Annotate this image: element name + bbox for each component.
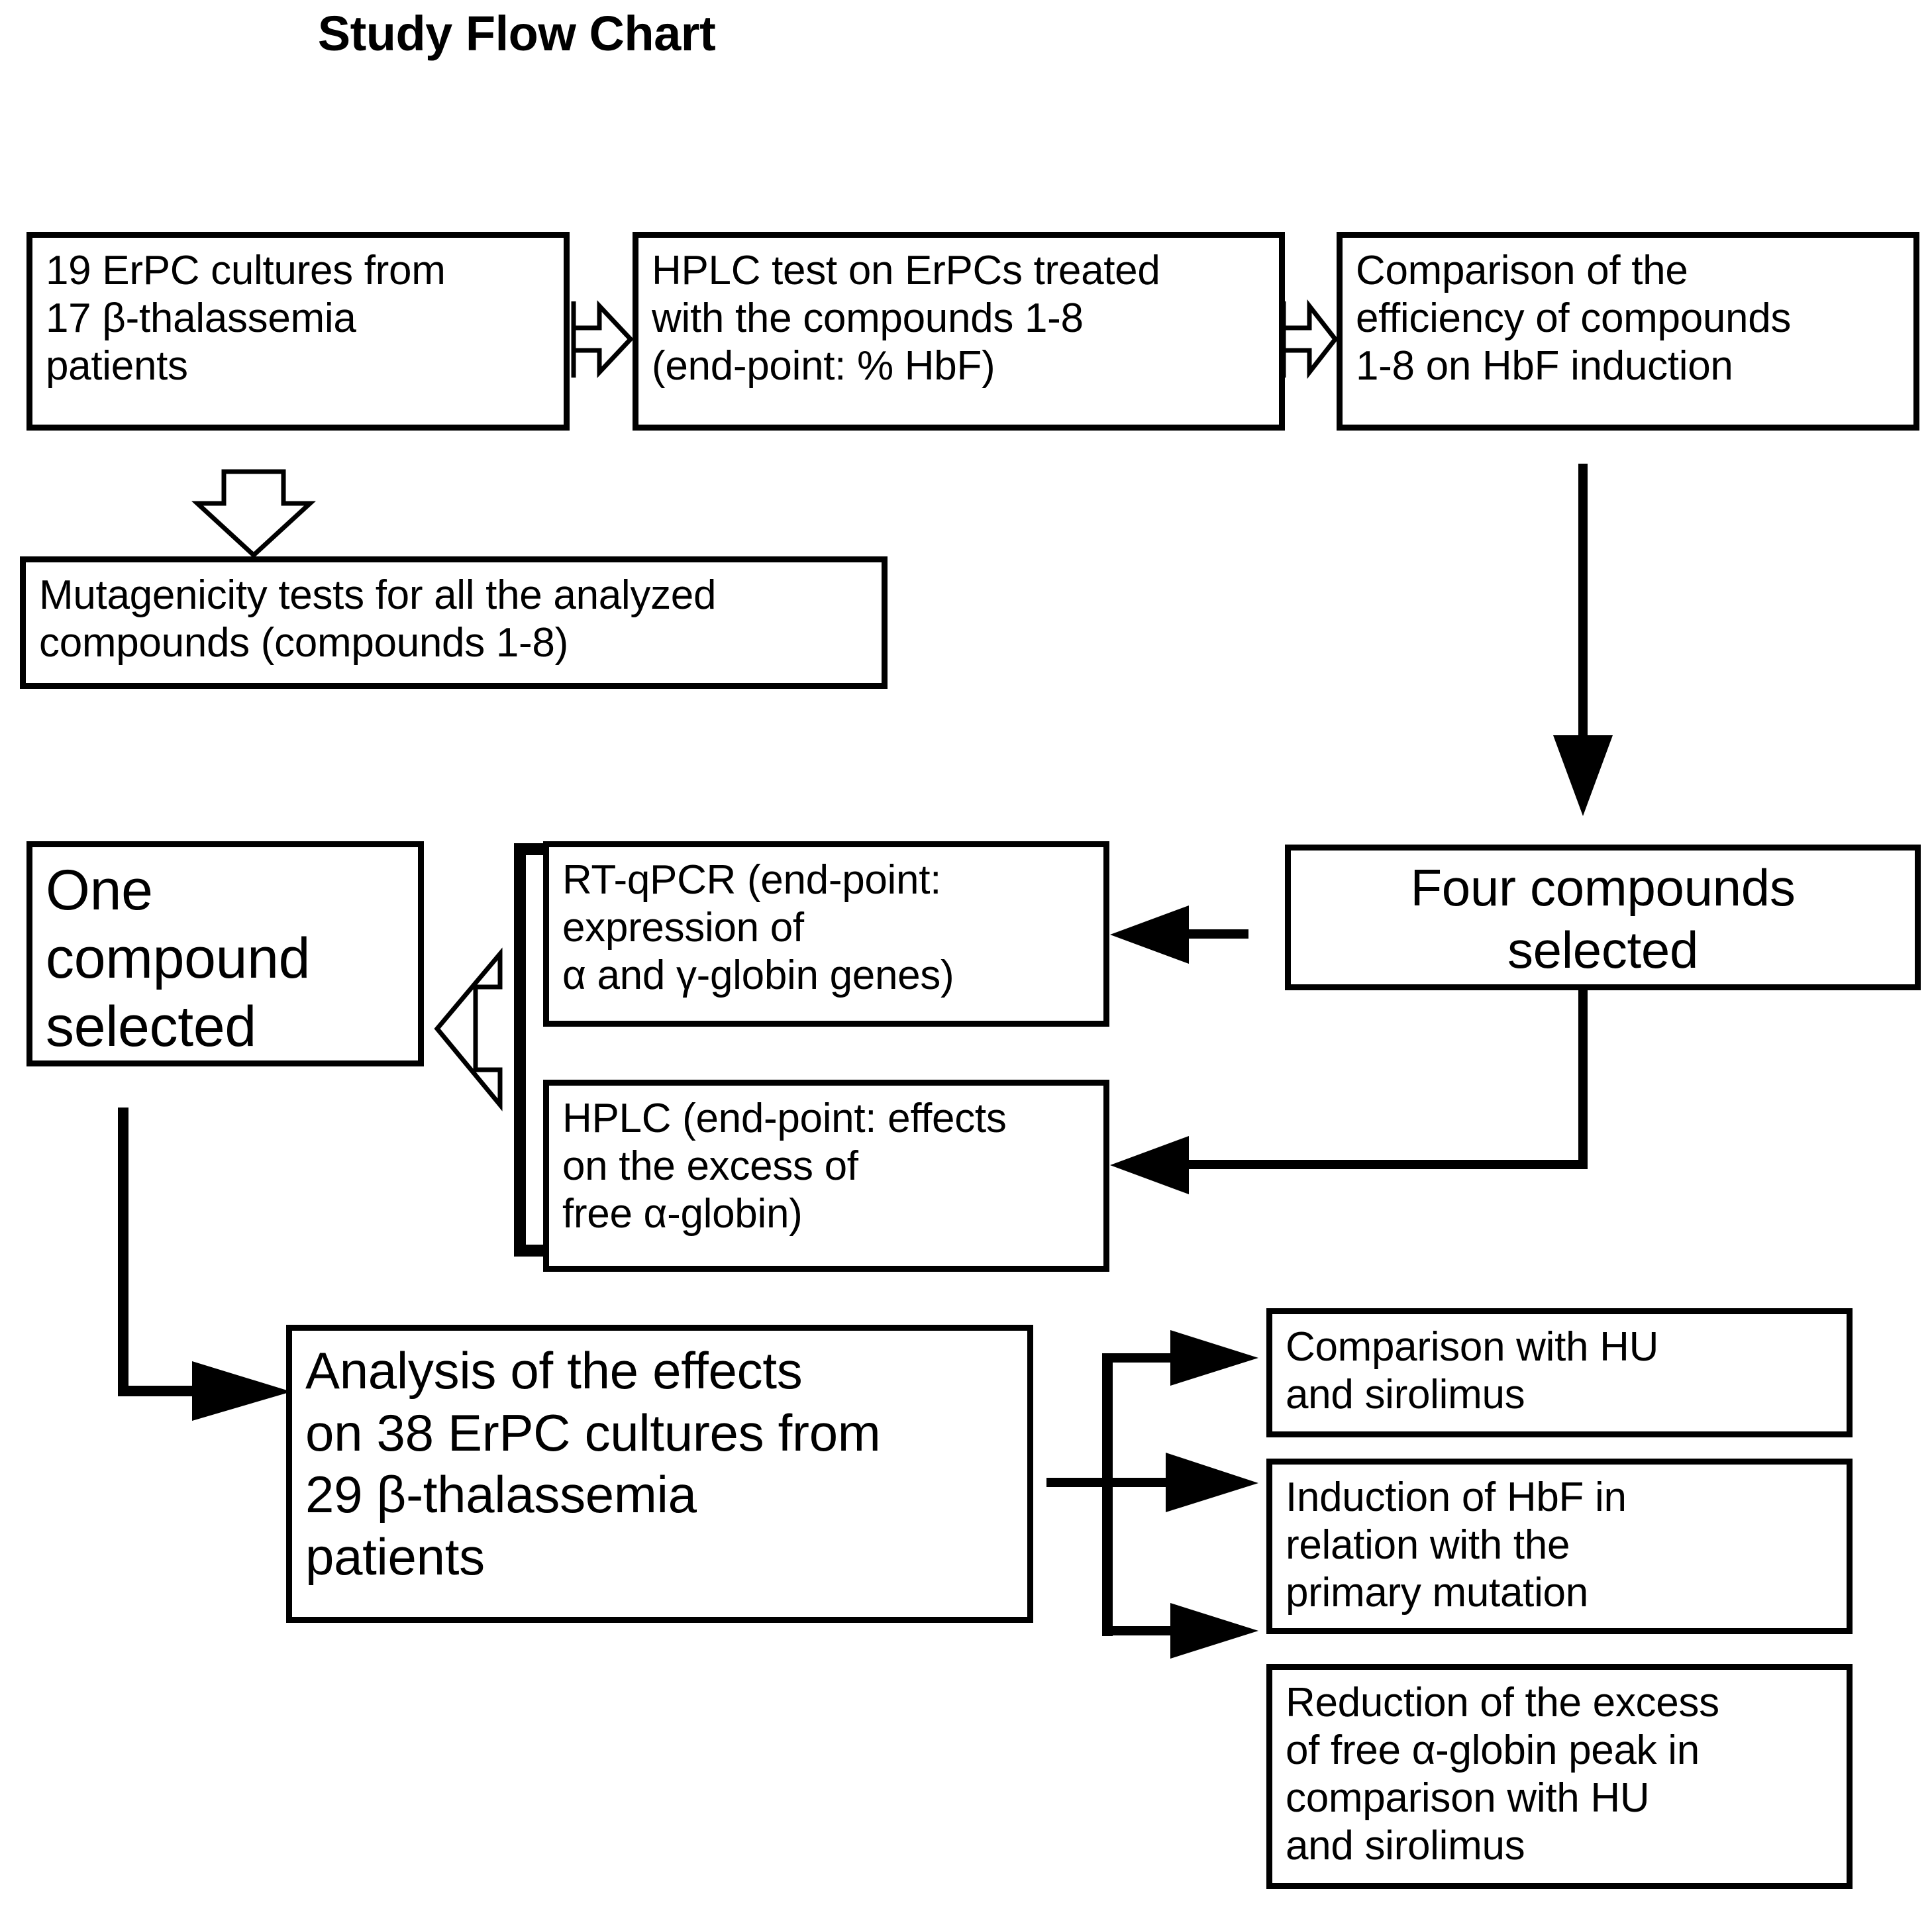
- arrowhead-right-reduction-alpha: [1170, 1603, 1258, 1659]
- box-induction-hbf[interactable]: Induction of HbF in relation with the pr…: [1266, 1459, 1853, 1634]
- box-rt-qpcr[interactable]: RT-qPCR (end-point: expression of α and …: [543, 841, 1109, 1027]
- arrowhead-right-comparison-hu: [1170, 1330, 1258, 1386]
- box-erpc-cultures[interactable]: 19 ErPC cultures from 17 β-thalassemia p…: [26, 232, 570, 431]
- box-reduction-alpha-label: Reduction of the excess of free α-globin…: [1286, 1680, 1719, 1869]
- box-reduction-alpha[interactable]: Reduction of the excess of free α-globin…: [1266, 1664, 1853, 1889]
- block-arrow-down-icon: [191, 469, 316, 558]
- arrowhead-right-analysis: [192, 1361, 291, 1421]
- box-analysis-effects[interactable]: Analysis of the effects on 38 ErPC cultu…: [286, 1325, 1033, 1623]
- block-arrow-right-1-icon: [571, 300, 634, 378]
- box-hplc-alpha[interactable]: HPLC (end-point: effects on the excess o…: [543, 1080, 1109, 1272]
- box-comparison-efficiency-label: Comparison of the efficiency of compound…: [1356, 248, 1792, 389]
- arrowhead-left-hplc: [1110, 1136, 1189, 1194]
- block-arrow-right-2-icon: [1281, 299, 1339, 380]
- box-induction-hbf-label: Induction of HbF in relation with the pr…: [1286, 1474, 1627, 1616]
- box-comparison-hu-label: Comparison with HU and sirolimus: [1286, 1324, 1659, 1418]
- box-comparison-efficiency[interactable]: Comparison of the efficiency of compound…: [1337, 232, 1919, 431]
- arrowhead-left-rtqpcr: [1110, 905, 1189, 964]
- box-hplc-test-label: HPLC test on ErPCs treated with the comp…: [652, 248, 1160, 389]
- box-mutagenicity[interactable]: Mutagenicity tests for all the analyzed …: [20, 556, 888, 689]
- block-arrow-cultures-to-hplc: [571, 282, 633, 424]
- box-four-compounds-label: Four compounds selected: [1410, 858, 1796, 979]
- box-rt-qpcr-label: RT-qPCR (end-point: expression of α and …: [562, 857, 954, 998]
- box-hplc-test[interactable]: HPLC test on ErPCs treated with the comp…: [633, 232, 1285, 431]
- arrowhead-down-four-compounds: [1553, 735, 1613, 816]
- box-mutagenicity-label: Mutagenicity tests for all the analyzed …: [39, 572, 717, 666]
- block-arrow-left-icon: [434, 947, 503, 1111]
- box-analysis-effects-label: Analysis of the effects on 38 ErPC cultu…: [305, 1341, 881, 1586]
- box-hplc-alpha-label: HPLC (end-point: effects on the excess o…: [562, 1096, 1007, 1237]
- box-one-compound[interactable]: One compound selected: [26, 841, 424, 1066]
- box-erpc-cultures-label: 19 ErPC cultures from 17 β-thalassemia p…: [46, 248, 446, 389]
- box-one-compound-label: One compound selected: [46, 858, 311, 1059]
- box-four-compounds[interactable]: Four compounds selected: [1285, 845, 1921, 990]
- page-title: Study Flow Chart: [317, 6, 716, 61]
- box-comparison-hu[interactable]: Comparison with HU and sirolimus: [1266, 1308, 1853, 1437]
- arrowhead-right-induction-hbf: [1166, 1453, 1258, 1512]
